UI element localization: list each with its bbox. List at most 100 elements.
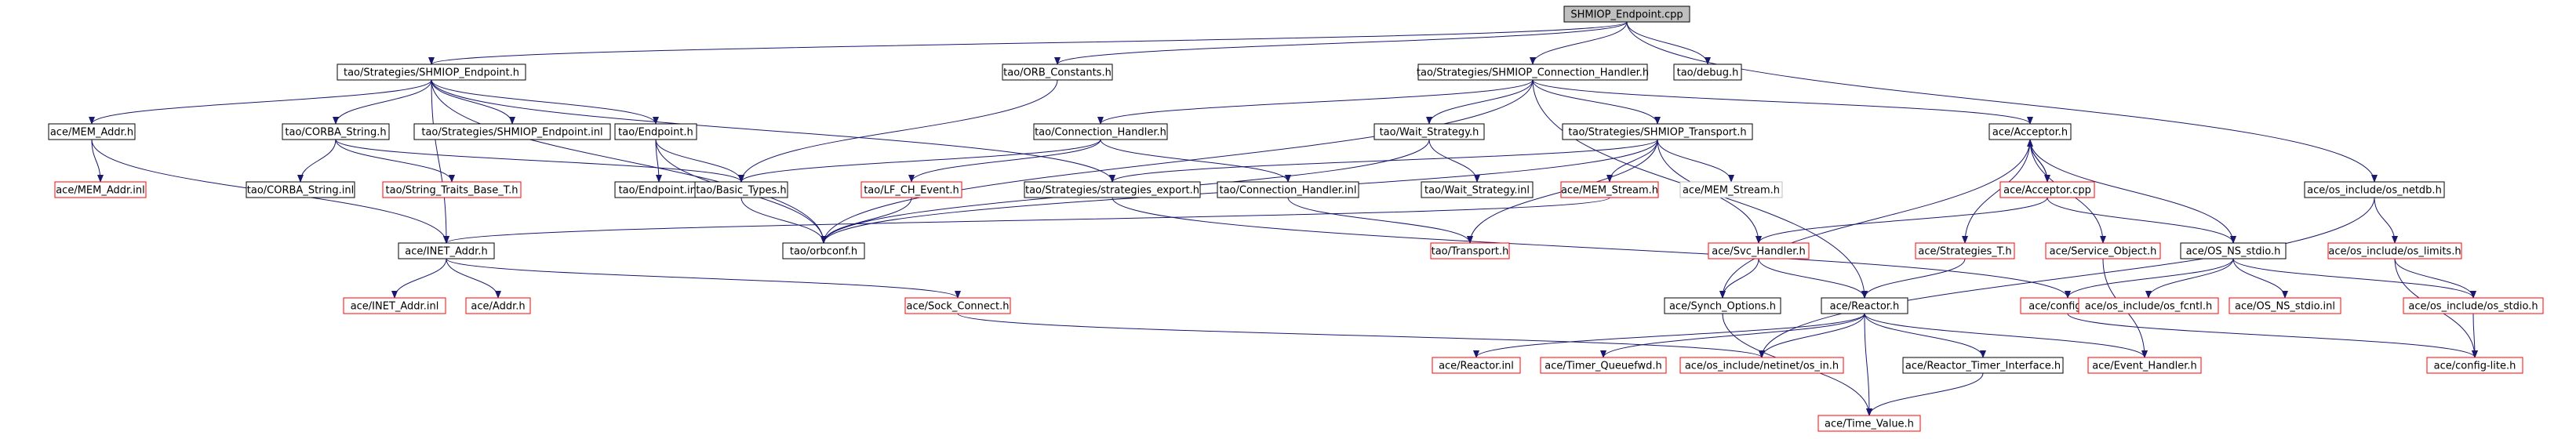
graph-node[interactable]: tao/orbconf.h [782, 242, 865, 259]
graph-node[interactable]: tao/Endpoint.h [614, 123, 697, 140]
edge-n33-to-n42 [2232, 258, 2476, 299]
graph-node[interactable]: tao/String_Traits_Base_T.h [382, 181, 522, 198]
node-label: ace/Acceptor.h [1992, 127, 2068, 139]
node-label: tao/Wait_Strategy.inl [1424, 185, 1530, 197]
edges-layer [89, 21, 2478, 416]
node-box [1673, 63, 1742, 81]
node-label: tao/Endpoint.h [618, 127, 693, 139]
graph-node[interactable]: tao/Strategies/SHMIOP_Endpoint.inl [413, 123, 611, 140]
nodes-layer: SHMIOP_Endpoint.cpp tao/Strategies/SHMIOP… [48, 5, 2544, 432]
graph-node[interactable]: ace/Timer_Queuefwd.h [1540, 357, 1667, 374]
node-box [782, 242, 865, 259]
node-box [1988, 123, 2072, 140]
graph-node[interactable]: ace/os_include/os_fcntl.h [2078, 297, 2219, 314]
node-box [1915, 242, 2015, 259]
edge-n30-to-n38 [1758, 258, 1868, 299]
node-label: ace/MEM_Stream.h [1561, 185, 1658, 197]
graph-node[interactable]: ace/os_include/netinet/os_in.h [1679, 357, 1844, 374]
graph-node[interactable]: tao/Wait_Strategy.h [1374, 123, 1485, 140]
graph-node[interactable]: tao/CORBA_String.inl [246, 181, 355, 198]
node-label: ace/INET_Addr.h [405, 246, 487, 258]
node-label: tao/Wait_Strategy.h [1380, 127, 1479, 139]
graph-node[interactable]: ace/Addr.h [465, 297, 531, 314]
edge-n25-to-n30 [1756, 197, 2048, 244]
graph-node[interactable]: ace/MEM_Stream.h [1560, 181, 1659, 198]
node-box [2087, 357, 2202, 374]
graph-node[interactable]: ace/Reactor.inl [1432, 357, 1521, 374]
edge-n12-to-n33 [2029, 139, 2236, 244]
graph-node[interactable]: tao/Connection_Handler.h [1033, 123, 1168, 140]
graph-node[interactable]: ace/Synch_Options.h [1664, 297, 1781, 314]
node-label: ace/os_include/netinet/os_in.h [1685, 361, 1839, 372]
graph-node[interactable]: tao/Strategies/SHMIOP_Endpoint.h [337, 63, 526, 81]
node-box [2403, 297, 2544, 314]
graph-node[interactable]: ace/os_include/os_netdb.h [2304, 181, 2445, 198]
edge-n38-to-n43 [1473, 313, 1865, 358]
node-box [1708, 242, 1810, 259]
node-label: tao/String_Traits_Base_T.h [386, 185, 518, 197]
graph-node[interactable]: ace/Sock_Connect.h [904, 297, 1011, 314]
edge-n1-to-n8 [431, 79, 659, 125]
graph-node[interactable]: tao/Transport.h [1430, 242, 1510, 259]
graph-node[interactable]: tao/CORBA_String.h [282, 123, 390, 140]
node-box [1002, 63, 1113, 81]
node-box [2045, 242, 2161, 259]
graph-node[interactable]: ace/Service_Object.h [2045, 242, 2161, 259]
edge-n12-to-n31 [1962, 139, 2031, 244]
node-label: tao/CORBA_String.inl [247, 185, 354, 197]
graph-node[interactable]: ace/os_include/os_limits.h [2327, 242, 2462, 259]
node-label: tao/LF_CH_Event.h [864, 185, 959, 197]
graph-node[interactable]: ace/Reactor_Timer_Interface.h [1902, 357, 2064, 374]
graph-node[interactable]: tao/Strategies/SHMIOP_Connection_Handler… [1417, 63, 1649, 81]
edge-n9-to-n21 [1100, 139, 1291, 183]
graph-node[interactable]: tao/Connection_Handler.inl [1217, 181, 1359, 198]
node-label: ace/Event_Handler.h [2092, 361, 2197, 372]
graph-node[interactable]: tao/Wait_Strategy.inl [1421, 181, 1534, 198]
graph-node[interactable]: ace/Reactor.h [1821, 297, 1908, 314]
node-box [1562, 123, 1753, 140]
node-label: tao/Strategies/SHMIOP_Connection_Handler… [1417, 67, 1649, 79]
graph-node[interactable]: ace/Acceptor.cpp [1999, 181, 2095, 198]
graph-node[interactable]: tao/Strategies/strategies_export.h [1024, 181, 1201, 198]
graph-node[interactable]: ace/Event_Handler.h [2087, 357, 2202, 374]
edge-n21-to-n29 [1287, 197, 1473, 244]
node-label: ace/Sock_Connect.h [907, 301, 1010, 313]
node-label: ace/MEM_Addr.h [50, 127, 133, 139]
graph-node[interactable]: ace/OS_NS_stdio.inl [2229, 297, 2341, 314]
node-label: tao/CORBA_String.h [285, 127, 386, 139]
graph-node[interactable]: ace/OS_NS_stdio.h [2180, 242, 2287, 259]
node-label: tao/orbconf.h [790, 246, 857, 258]
node-label: tao/Strategies/SHMIOP_Endpoint.h [344, 67, 519, 79]
node-box [2229, 297, 2341, 314]
graph-node[interactable]: ace/Acceptor.h [1988, 123, 2072, 140]
edge-n0-to-n3 [1530, 21, 1628, 65]
graph-node[interactable]: tao/ORB_Constants.h [1002, 63, 1113, 81]
graph-node[interactable]: tao/Endpoint.inl [614, 181, 704, 198]
graph-node[interactable]: ace/MEM_Addr.h [48, 123, 136, 140]
graph-node[interactable]: ace/Time_Value.h [1817, 415, 1921, 432]
node-label: ace/Reactor_Timer_Interface.h [1905, 361, 2061, 372]
root-node[interactable]: SHMIOP_Endpoint.cpp [1563, 5, 1690, 23]
node-box [398, 242, 495, 259]
graph-node[interactable]: ace/INET_Addr.h [398, 242, 495, 259]
graph-node[interactable]: tao/Strategies/SHMIOP_Transport.h [1562, 123, 1753, 140]
graph-node[interactable]: ace/config-lite.h [2426, 357, 2523, 374]
graph-node[interactable]: ace/Svc_Handler.h [1708, 242, 1810, 259]
graph-node[interactable]: tao/Basic_Types.h [694, 181, 788, 198]
graph-node[interactable]: tao/LF_CH_Event.h [860, 181, 962, 198]
graph-node[interactable]: ace/Strategies_T.h [1915, 242, 2015, 259]
node-label: ace/Synch_Options.h [1669, 301, 1776, 313]
edge-n11-to-n24 [1657, 139, 1734, 183]
graph-node[interactable]: tao/debug.h [1673, 63, 1742, 81]
graph-node[interactable]: ace/os_include/os_stdio.h [2403, 297, 2544, 314]
edge-n6-to-n16 [335, 139, 455, 183]
graph-node[interactable]: ace/INET_Addr.inl [343, 297, 446, 314]
node-label: tao/Connection_Handler.inl [1219, 185, 1356, 197]
edge-n8-to-n18 [655, 139, 744, 183]
node-box [1033, 123, 1168, 140]
graph-node[interactable]: ace/MEM_Addr.inl [54, 181, 147, 198]
edge-n1-to-n20 [431, 79, 1115, 183]
node-label: ace/OS_NS_stdio.inl [2235, 301, 2335, 313]
graph-node[interactable]: ace/MEM_Stream.h [1679, 181, 1783, 198]
node-label: ace/config-lite.h [2434, 361, 2516, 372]
